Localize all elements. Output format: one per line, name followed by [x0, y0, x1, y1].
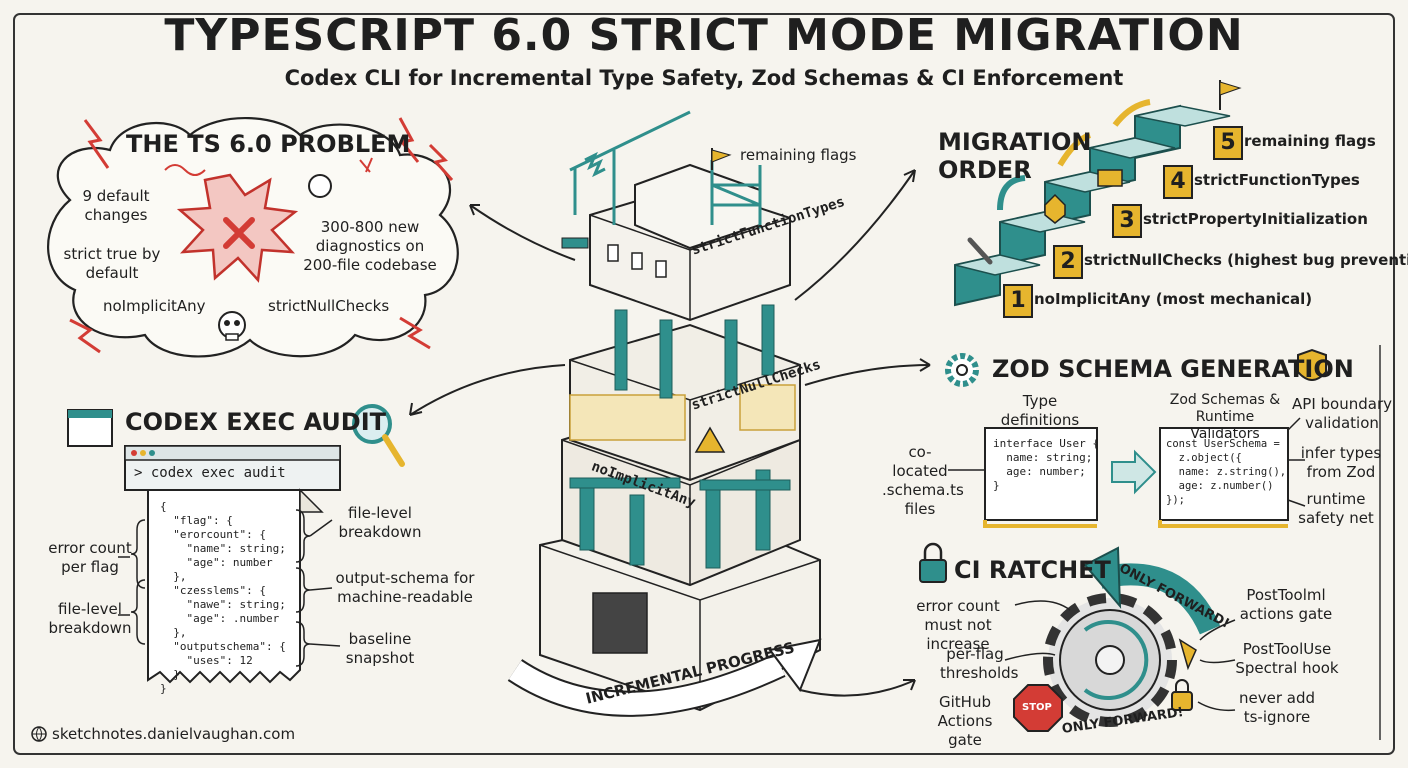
step-label: strictPropertyInitialization: [1143, 210, 1368, 228]
wrench-icon: [967, 237, 993, 265]
ci-note: GitHub Actions gate: [937, 693, 993, 749]
connector-arrows: [409, 169, 931, 697]
step-label: strictFunctionTypes: [1194, 171, 1360, 189]
page-border: [13, 13, 1395, 755]
stop-sign-icon: [1013, 684, 1063, 732]
padlock-icon: [1171, 691, 1193, 711]
audit-label: error count per flag: [48, 539, 132, 576]
migration-heading: ORDER: [938, 156, 1032, 184]
shield-icon: [1044, 193, 1066, 224]
ci-note: per-flag thresholds: [940, 645, 1019, 682]
shield-icon: [1297, 348, 1327, 381]
audit-json: { "flag": { "erorcount": { "name": strin…: [160, 500, 286, 695]
ci-note: error count must not increase: [916, 597, 1000, 653]
problem-item: strict true by default: [63, 245, 161, 282]
tower-top-label: remaining flags: [740, 146, 857, 164]
problem-cloud: [47, 117, 459, 358]
problem-heading: THE TS 6.0 PROBLEM: [126, 130, 411, 158]
footer-link[interactable]: sketchnotes.danielvaughan.com: [52, 725, 296, 743]
step-number: 4: [1163, 165, 1193, 199]
zod-schema-code: const UserSchema = z.object({ name: z.st…: [1166, 438, 1287, 506]
ci-ratchet: [919, 542, 1236, 732]
zod-column-title: Zod Schemas & Runtime Validators: [1169, 392, 1281, 442]
audit-label: output-schema for machine-readable: [335, 569, 475, 606]
warning-icon: [694, 426, 726, 453]
stop-label: STOP: [1022, 702, 1052, 713]
page-title: TYPESCRIPT 6.0 STRICT MODE MIGRATION: [164, 10, 1244, 61]
audit-label: baseline snapshot: [345, 630, 415, 667]
problem-item: 300-800 new diagnostics on 200-file code…: [303, 218, 437, 274]
migration-heading: MIGRATION: [938, 128, 1092, 156]
step-label: strictNullChecks (highest bug prevention…: [1084, 251, 1408, 269]
tower-illustration: [507, 110, 822, 717]
speech-bubble-icon: [308, 174, 332, 198]
ci-note: PostToolml actions gate: [1239, 586, 1333, 623]
step-number: 2: [1053, 245, 1083, 279]
zod-section: [945, 345, 1381, 740]
ci-note: never add ts-ignore: [1238, 689, 1315, 726]
zod-note: runtime safety net: [1298, 490, 1374, 527]
zod-interface-code: interface User { name: string; age: numb…: [993, 437, 1099, 492]
zod-column-title: Type definitions: [1000, 392, 1080, 429]
audit-heading: CODEX EXEC AUDIT: [125, 408, 386, 436]
migration-staircase: [954, 80, 1242, 307]
audit-label: file-level breakdown: [48, 600, 132, 637]
step-label: noImplicitAny (most mechanical): [1034, 290, 1313, 308]
step-number: 5: [1213, 126, 1243, 160]
terminal-command: > codex exec audit: [134, 465, 286, 481]
step-number: 1: [1003, 284, 1033, 318]
page-subtitle: Codex CLI for Incremental Type Safety, Z…: [284, 66, 1124, 90]
zod-heading: ZOD SCHEMA GENERATION: [992, 355, 1354, 383]
padlock-icon: [919, 559, 947, 583]
step-number: 3: [1112, 204, 1142, 238]
zod-note: API boundary validation: [1292, 395, 1392, 432]
problem-item: 9 default changes: [82, 187, 150, 224]
audit-terminal: [67, 404, 405, 684]
audit-label: file-level breakdown: [338, 504, 422, 541]
step-label: remaining flags: [1244, 132, 1376, 150]
problem-item: strictNullChecks: [268, 297, 390, 315]
zod-note: co-located .schema.ts files: [882, 443, 964, 518]
skull-icon: [218, 311, 246, 341]
ci-heading: CI RATCHET: [954, 556, 1111, 584]
ci-note: PostToolUse Spectral hook: [1235, 640, 1339, 677]
zod-note: infer types from Zod: [1300, 444, 1382, 481]
problem-item: noImplicitAny: [103, 297, 206, 315]
magnifier-icon: [352, 404, 392, 444]
